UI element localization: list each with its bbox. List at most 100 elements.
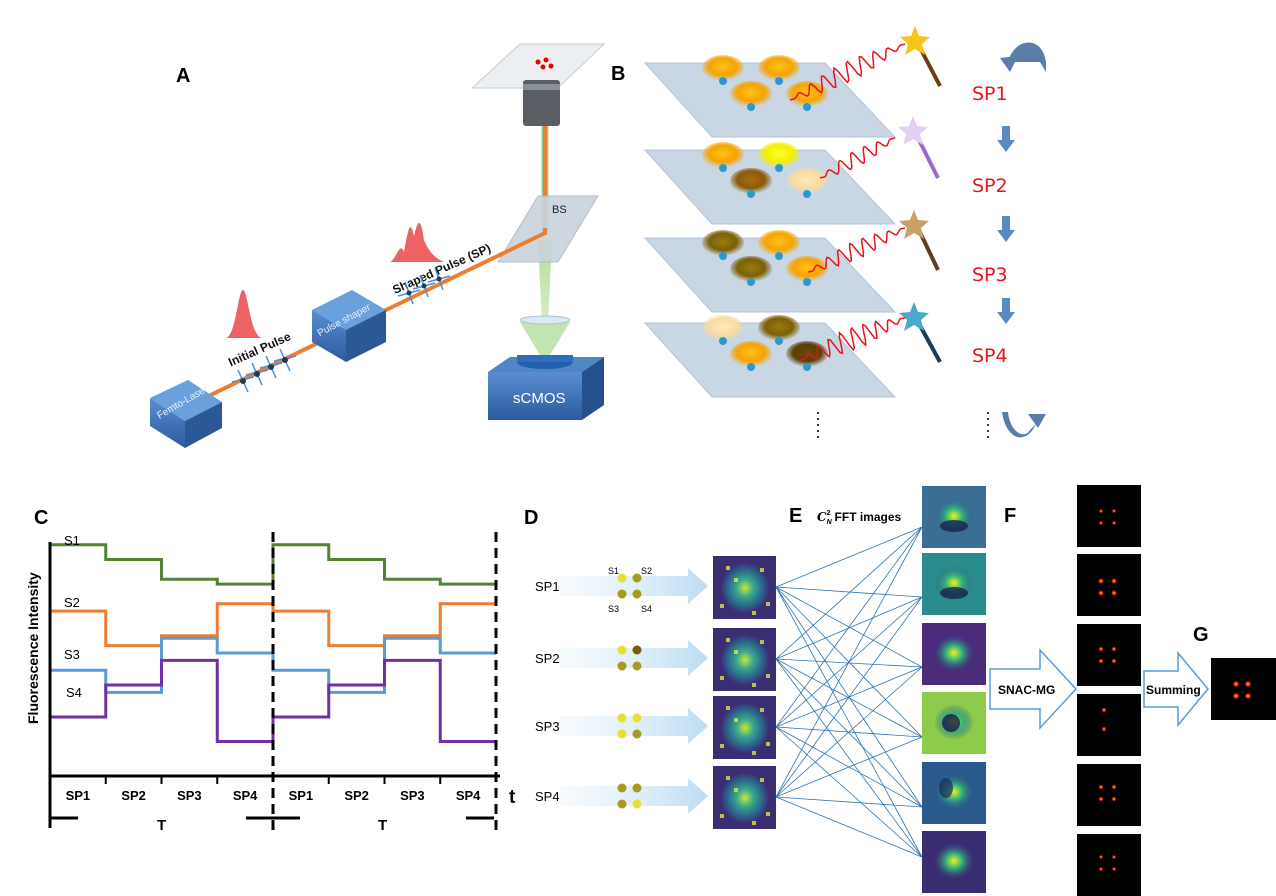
panel-e-label: E <box>789 505 802 527</box>
fluorophore-spot <box>730 168 772 194</box>
spot <box>617 729 627 739</box>
tick-label: SP4 <box>233 788 258 803</box>
input-label-sp2: SP2 <box>535 651 560 666</box>
input-arrow <box>560 708 708 744</box>
emitter-spot <box>1098 658 1104 664</box>
pulse-wave <box>819 137 896 179</box>
tick-label: SP2 <box>121 788 146 803</box>
y-axis-label: Fluorescence Intensity <box>25 572 41 724</box>
noise-pixel <box>734 788 738 792</box>
emitter-spot <box>1098 520 1104 526</box>
cycle-arrow-bottom <box>1002 412 1040 438</box>
emitter-spot <box>1111 658 1117 664</box>
connection-line <box>775 658 923 738</box>
sequence-arrows <box>997 126 1015 324</box>
beam-splitter <box>497 195 599 263</box>
fluorophore-spot <box>730 81 772 107</box>
emitter-spot <box>1098 796 1104 802</box>
objective-ring <box>523 84 560 90</box>
connection-line <box>775 666 923 798</box>
panel-g-label: G <box>1193 624 1209 646</box>
noise-pixel <box>752 751 756 755</box>
period-label: T <box>378 817 387 834</box>
sample-plane-stack <box>643 55 897 398</box>
camera-side <box>582 357 604 420</box>
pulse-dot <box>436 276 442 282</box>
raw-image-signal <box>721 635 769 685</box>
sample-dot <box>535 59 541 65</box>
tick-label: SP2 <box>344 788 369 803</box>
fluorophore-spot <box>758 230 800 256</box>
pulse-dot <box>406 290 412 296</box>
fluorophore-spot <box>758 315 800 341</box>
noise-pixel <box>720 814 724 818</box>
spot <box>617 589 627 599</box>
input-label-sp1: SP1 <box>535 579 560 594</box>
wand-1 <box>900 26 942 87</box>
summing-arrow: Summing <box>1143 650 1209 728</box>
connection-line <box>775 658 923 668</box>
connection-line <box>775 586 923 598</box>
pulse-wave <box>807 227 906 273</box>
reconstructed-image <box>1077 764 1141 826</box>
fft-connections <box>775 526 923 858</box>
emitter-spot <box>1101 707 1107 713</box>
spot <box>617 661 627 671</box>
sequence-label-sp3: SP3 <box>972 264 1008 286</box>
connection-line <box>775 658 923 858</box>
noise-pixel <box>726 706 730 710</box>
emitter-spot <box>1097 577 1105 585</box>
molecule-dot <box>775 164 783 172</box>
noise-pixel <box>760 640 764 644</box>
cycle-arrow-top <box>1008 42 1046 72</box>
camera-port-rim <box>517 355 573 362</box>
fft-negative-lobe <box>939 778 953 798</box>
molecule-dot <box>803 363 811 371</box>
femto-laser: Femto-Laser <box>150 380 222 448</box>
connection-line <box>775 726 923 858</box>
noise-pixel <box>766 674 770 678</box>
noise-pixel <box>720 604 724 608</box>
emitter-spot <box>1098 854 1104 860</box>
cycle-arrow-bottom-head <box>1028 414 1046 428</box>
tick-label: SP4 <box>456 788 481 803</box>
emitter-spot <box>1111 520 1117 526</box>
reconstructed-image <box>1077 485 1141 547</box>
fluorophore-spot <box>730 256 772 282</box>
sequence-label-sp4: SP4 <box>972 345 1008 367</box>
emitter-spot <box>1111 796 1117 802</box>
fft-negative-lobe <box>940 520 968 532</box>
panel-a-label: A <box>176 65 190 87</box>
reconstructed-image <box>1077 834 1141 896</box>
connection-line <box>775 586 923 858</box>
connection-line <box>775 526 923 728</box>
noise-pixel <box>734 650 738 654</box>
fluorophore-spot <box>786 168 828 194</box>
fft-images <box>922 486 986 893</box>
noise-pixel <box>760 568 764 572</box>
emitter-spot <box>1111 508 1117 514</box>
input-arrow <box>560 568 708 604</box>
noise-pixel <box>766 812 770 816</box>
emitter-spot <box>1101 726 1107 732</box>
spot <box>632 783 642 793</box>
noise-pixel <box>734 578 738 582</box>
spot <box>617 645 627 655</box>
raw-image-signal <box>721 773 769 823</box>
fluorophore-spot <box>702 142 744 168</box>
fft-image-signal <box>934 843 974 879</box>
panel-f-label: F <box>1004 505 1016 527</box>
bs-label: BS <box>552 204 567 216</box>
laser-beam <box>189 228 547 407</box>
sequence-label-sp1: SP1 <box>972 83 1008 105</box>
spot <box>632 729 642 739</box>
fft-image-signal <box>934 635 974 671</box>
molecule-dot <box>747 278 755 286</box>
series-label-s2: S2 <box>64 595 80 610</box>
tick-label: SP3 <box>400 788 425 803</box>
molecule-dot <box>803 278 811 286</box>
emitter-spot <box>1111 646 1117 652</box>
fluorophore-spot <box>758 142 800 168</box>
connection-line <box>775 596 923 798</box>
